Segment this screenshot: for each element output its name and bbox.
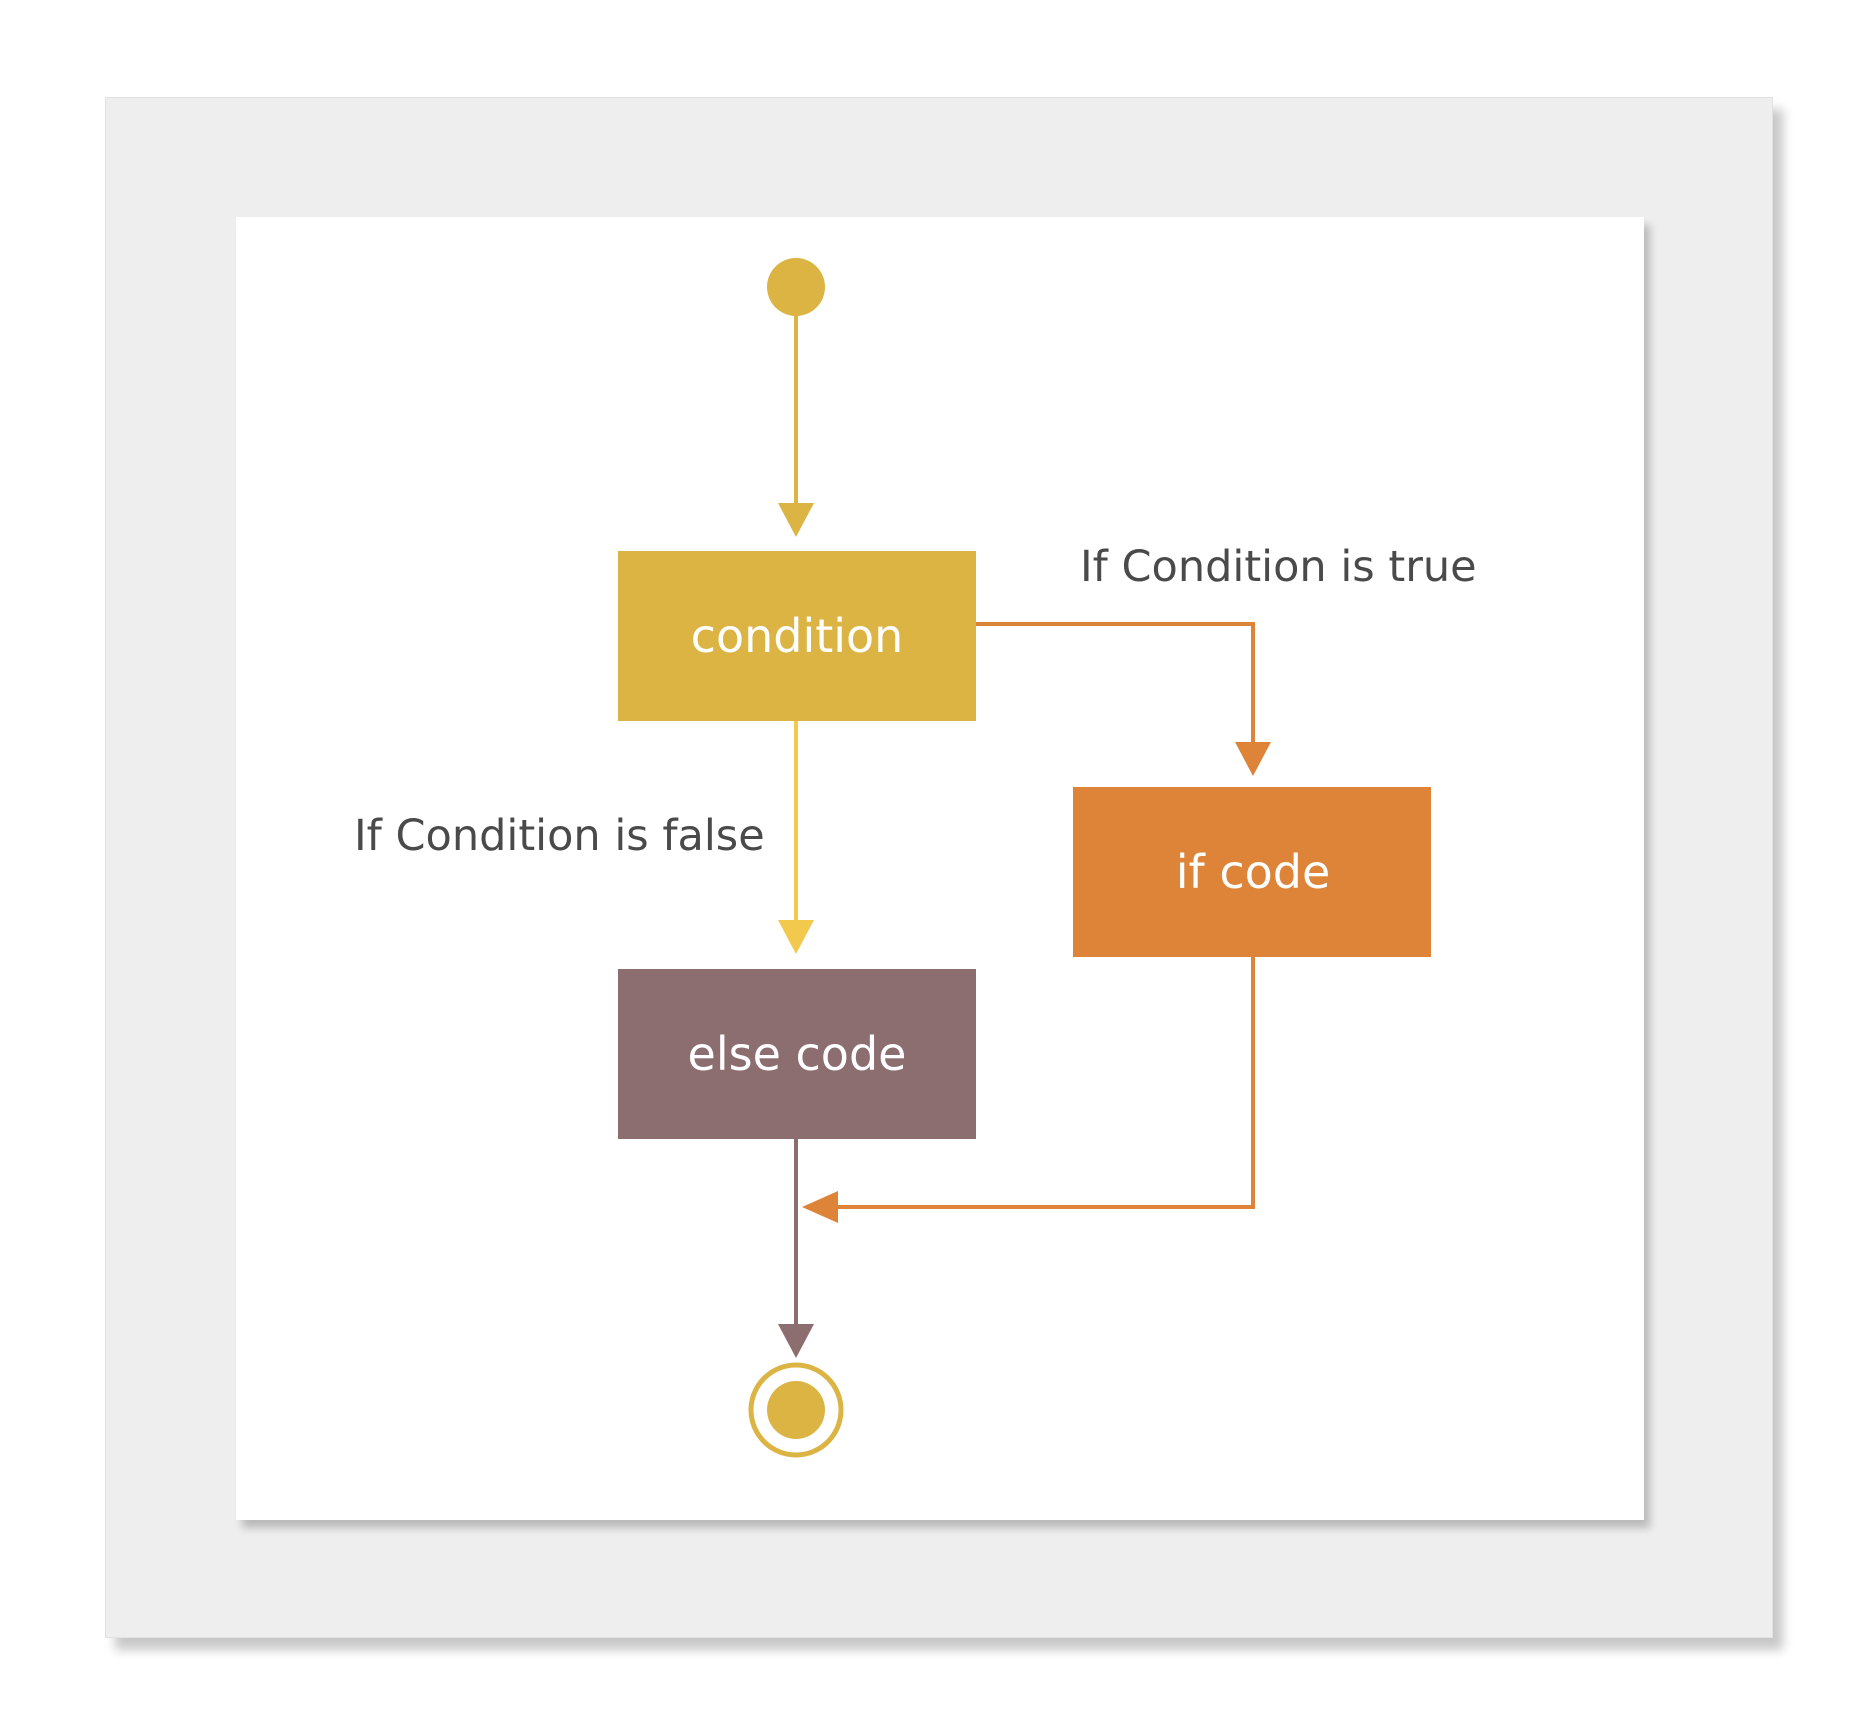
edge-else-code-to-end xyxy=(778,1139,814,1358)
if-code-node[interactable]: if code xyxy=(1073,787,1431,957)
condition-node[interactable]: condition xyxy=(618,551,976,721)
end-node xyxy=(748,1362,844,1458)
start-node xyxy=(767,258,825,316)
edge-true-branch xyxy=(976,622,1271,776)
edge-start-to-condition xyxy=(778,315,814,537)
false-branch-label: If Condition is false xyxy=(354,811,765,861)
edge-false-branch xyxy=(778,721,814,954)
true-branch-label: If Condition is true xyxy=(1080,542,1477,592)
edge-if-code-to-merge xyxy=(802,957,1255,1223)
else-code-node[interactable]: else code xyxy=(618,969,976,1139)
else-code-label: else code xyxy=(688,1027,907,1081)
condition-label: condition xyxy=(691,609,904,663)
if-code-label: if code xyxy=(1176,845,1331,899)
